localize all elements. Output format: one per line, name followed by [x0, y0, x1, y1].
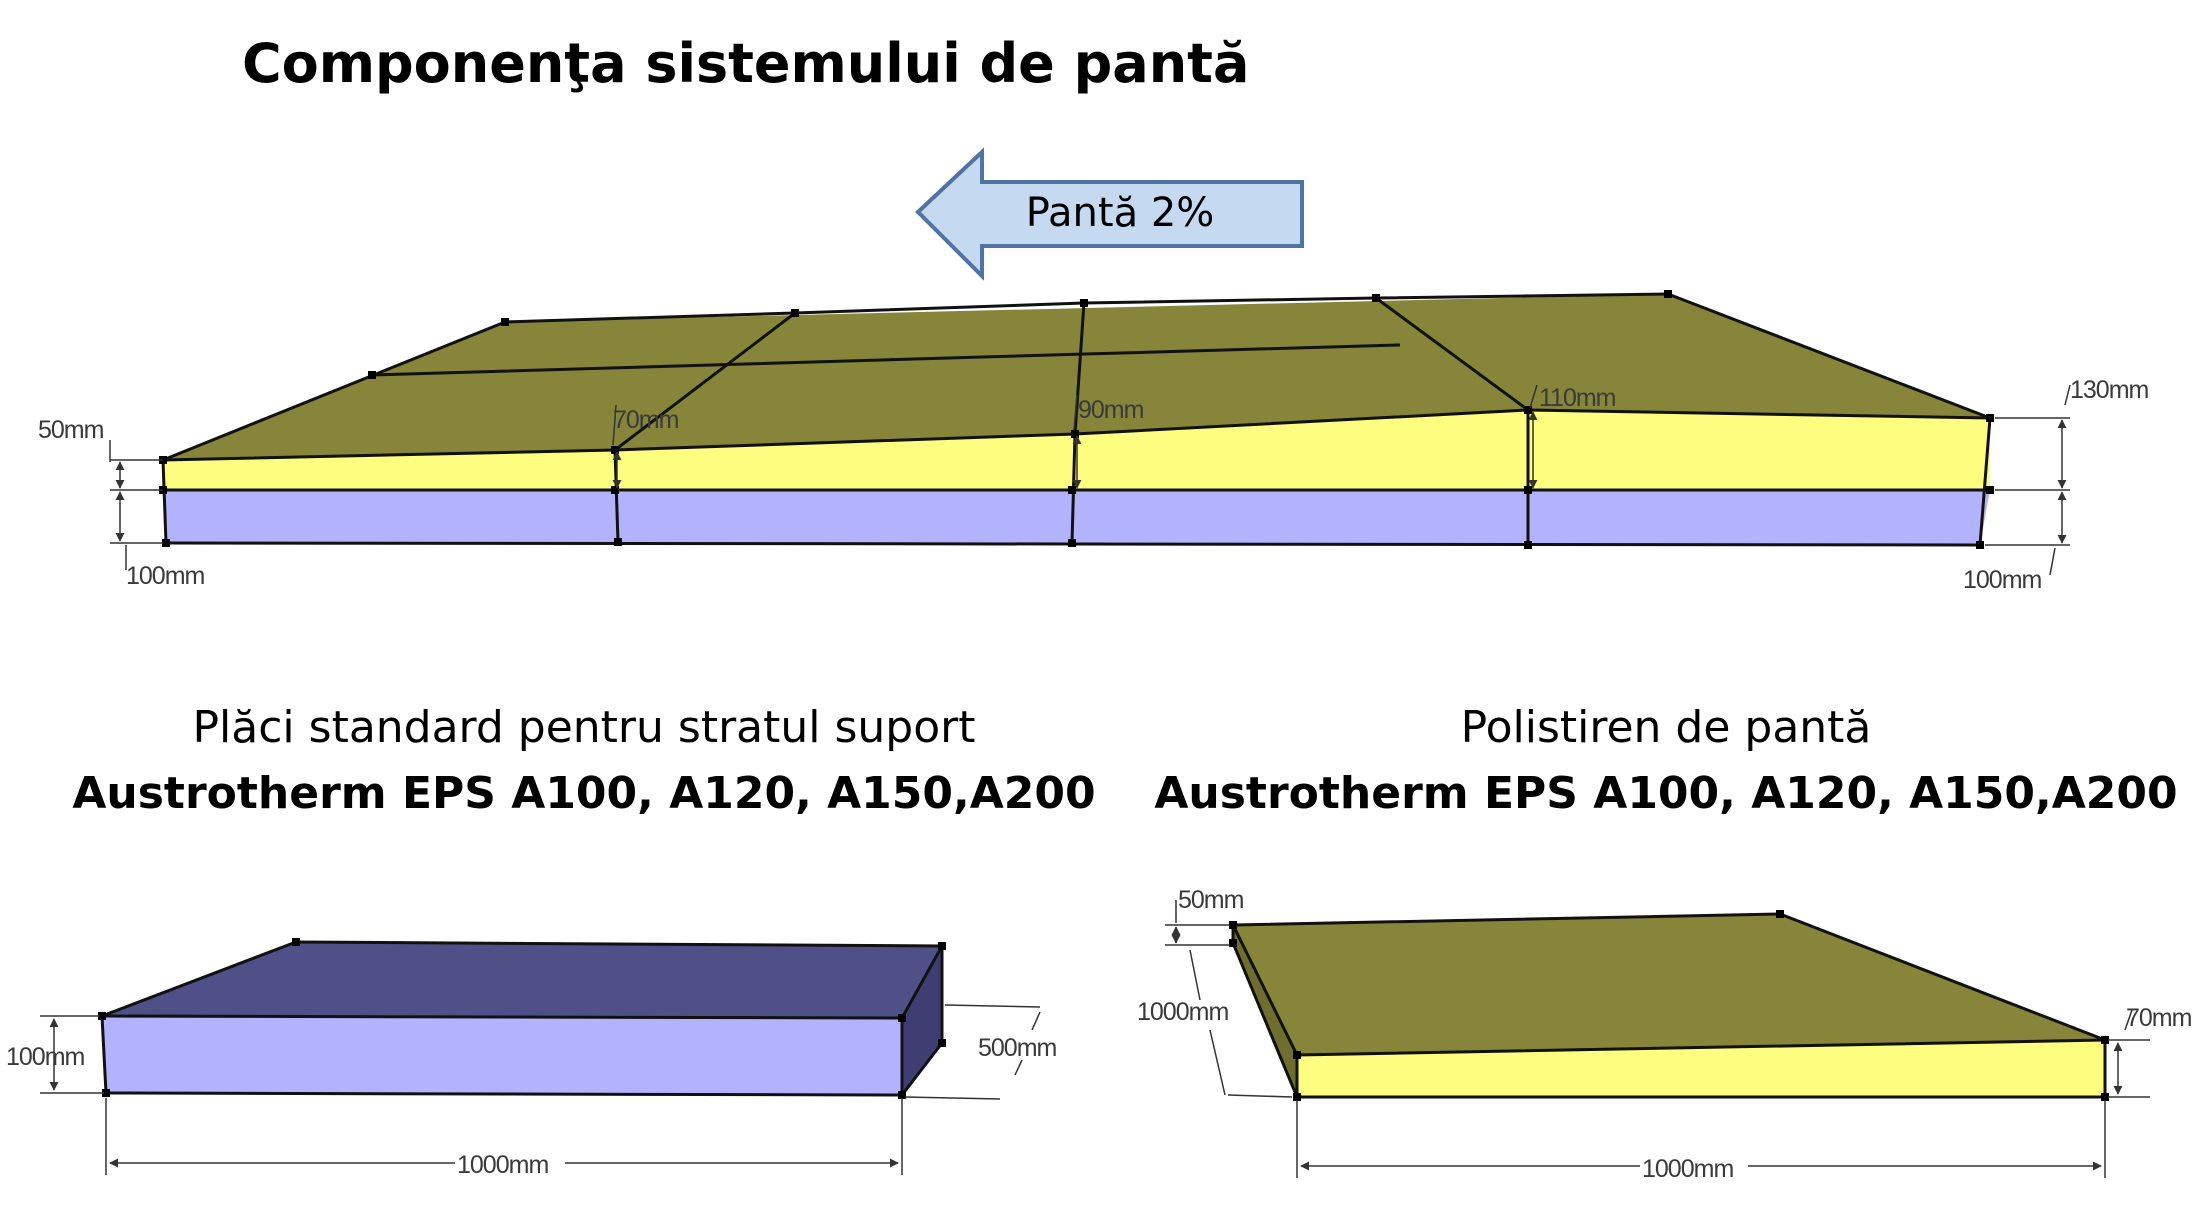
slope-arrow: Pantă 2%: [915, 147, 1304, 281]
dim-110: 110mm: [1539, 384, 1616, 412]
page-title: Componenţa sistemului de pantă: [242, 32, 1249, 95]
slope-arrow-shape: [915, 147, 1304, 281]
standard-board-front: [102, 1016, 902, 1095]
slope-board-front: [1297, 1040, 2105, 1097]
dim-right-bottom: 100mm: [1963, 566, 2042, 594]
slope-arrow-label: Pantă 2%: [1026, 190, 1215, 236]
left-caption-line2: Austrotherm EPS A100, A120, A150,A200: [72, 768, 1095, 819]
slope-assembly: 50mm 100mm 70mm 90mm 110mm 130mm 100mm: [38, 290, 2150, 594]
slope-board-left-side: [1233, 925, 1297, 1097]
assembly-base-side: [163, 490, 1990, 545]
left-caption-line1: Plăci standard pentru stratul suport: [193, 702, 976, 753]
slope-board-depth: 1000mm: [1137, 998, 1228, 1026]
dim-70: 70mm: [613, 406, 679, 434]
dim-left-bottom: 100mm: [126, 562, 205, 590]
standard-board-thickness: 100mm: [6, 1043, 85, 1071]
dim-left-top: 50mm: [38, 416, 104, 444]
standard-board-top: [102, 942, 942, 1018]
standard-board-length: 1000mm: [457, 1151, 548, 1179]
dim-90: 90mm: [1078, 396, 1144, 424]
standard-board-depth: 500mm: [978, 1034, 1057, 1062]
right-caption-line1: Polistiren de pantă: [1461, 702, 1872, 753]
dim-right-top: 130mm: [2070, 376, 2149, 404]
right-caption-line2: Austrotherm EPS A100, A120, A150,A200: [1154, 768, 2177, 819]
slope-board: 50mm 1000mm 70mm 1000mm: [1137, 886, 2193, 1183]
slope-board-top-thickness: 50mm: [1178, 886, 1244, 914]
slope-board-length: 1000mm: [1642, 1155, 1733, 1183]
slope-board-end-thickness: 70mm: [2126, 1004, 2192, 1032]
assembly-top-face: [163, 294, 1990, 460]
slope-board-top: [1233, 914, 2105, 1055]
standard-board: 100mm 500mm 1000mm: [6, 938, 1058, 1179]
standard-board-right-side: [902, 946, 942, 1095]
